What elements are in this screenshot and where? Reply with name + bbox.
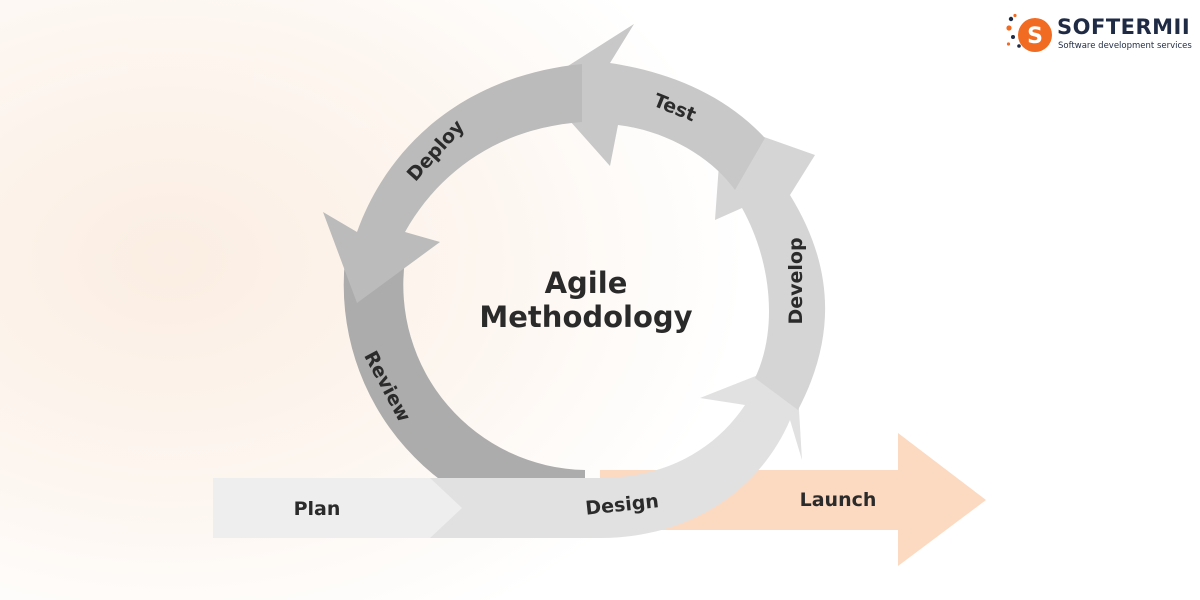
logo-tagline: Software development services (1058, 41, 1192, 51)
diagram-title-line1: Agile (545, 266, 628, 300)
develop-arrow (715, 122, 826, 410)
softermii-logo[interactable]: S SOFTERMII Software development service… (1006, 13, 1192, 55)
diagram-title-line2: Methodology (479, 300, 692, 334)
launch-arrow (600, 433, 986, 566)
stage-label-plan: Plan (294, 498, 341, 520)
stage-label-launch: Launch (800, 489, 877, 511)
plan-band (213, 478, 430, 538)
design-arrow (530, 360, 802, 538)
deploy-arrow (323, 64, 582, 303)
stage-label-develop: Develop (785, 237, 807, 324)
logo-mark-letter: S (1027, 24, 1043, 49)
plan-arrow (378, 445, 462, 574)
review-arc (343, 260, 585, 530)
logo-name: SOFTERMII (1057, 15, 1191, 39)
test-arrow (538, 24, 765, 190)
softermii-logo-icon: S (1006, 13, 1052, 52)
